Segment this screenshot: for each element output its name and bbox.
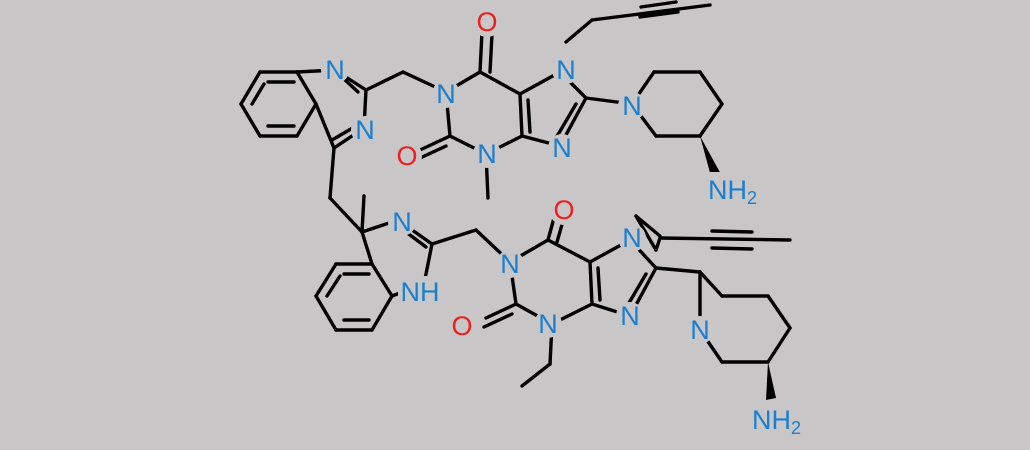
- upper-purine-six-ring: [416, 30, 532, 200]
- svg-text:N: N: [436, 79, 456, 109]
- lower-purine-n7: N: [618, 223, 646, 253]
- svg-text:O: O: [553, 195, 574, 225]
- lower-amine-nh2: NH2: [750, 402, 814, 438]
- upper-purine-n1: N: [432, 79, 460, 109]
- atom-label-layer: N N N N N N N O: [321, 7, 814, 438]
- upper-piperidine-n: N: [618, 91, 646, 121]
- lower-benzene-ring: [314, 262, 394, 332]
- svg-text:N: N: [552, 133, 572, 163]
- upper-amine-wedge-bond: [700, 136, 722, 180]
- lower-dihydroquinazoline-nh: NH: [398, 276, 442, 308]
- lower-purine-n1: N: [496, 249, 524, 279]
- lower-carbonyl-o2: O: [447, 311, 477, 341]
- svg-text:O: O: [451, 311, 472, 341]
- lower-butynyl-chain: [634, 214, 792, 252]
- lower-dihydroquinazoline-n3: N: [388, 207, 416, 237]
- upper-purine-n7: N: [552, 55, 580, 85]
- lower-purine-six-ring: [482, 216, 602, 388]
- svg-text:NH: NH: [401, 277, 440, 307]
- svg-text:N: N: [355, 115, 375, 145]
- lower-ch2-bond: [430, 228, 478, 246]
- lower-piperidine-n: N: [686, 315, 714, 345]
- upper-amine-nh2: NH2: [706, 172, 770, 208]
- svg-text:N: N: [538, 309, 558, 339]
- svg-text:NH2: NH2: [752, 405, 801, 438]
- upper-carbonyl-o2: O: [392, 141, 422, 171]
- bridge-ch2-bond: [328, 196, 364, 234]
- upper-butynyl-chain: [564, 0, 712, 44]
- svg-text:NH2: NH2: [708, 175, 757, 208]
- lower-purine-n3: N: [534, 309, 562, 339]
- svg-text:N: N: [622, 223, 642, 253]
- svg-text:N: N: [690, 315, 710, 345]
- upper-purine-n3: N: [473, 139, 501, 169]
- upper-piperidine-ring: [584, 70, 724, 138]
- lower-carbonyl-o6: O: [549, 195, 579, 225]
- upper-benzene-ring: [239, 70, 318, 138]
- svg-text:N: N: [622, 91, 642, 121]
- upper-purine-n9: N: [548, 133, 576, 163]
- svg-text:N: N: [500, 249, 520, 279]
- upper-ch2-bond: [364, 70, 405, 92]
- svg-text:O: O: [396, 141, 417, 171]
- lower-piperidine-ring: [654, 266, 792, 364]
- bridge-ch2-bond: [328, 146, 336, 200]
- lower-purine-n9: N: [616, 301, 644, 331]
- svg-text:O: O: [476, 7, 497, 37]
- lower-amine-wedge-bond: [766, 362, 776, 400]
- upper-quinazoline-n1: N: [321, 55, 349, 85]
- svg-text:N: N: [620, 301, 640, 331]
- upper-quinazoline-n3: N: [351, 115, 379, 145]
- svg-text:N: N: [325, 55, 345, 85]
- upper-carbonyl-o6: O: [472, 7, 502, 37]
- svg-text:N: N: [477, 139, 497, 169]
- svg-text:N: N: [392, 207, 412, 237]
- svg-text:N: N: [556, 55, 576, 85]
